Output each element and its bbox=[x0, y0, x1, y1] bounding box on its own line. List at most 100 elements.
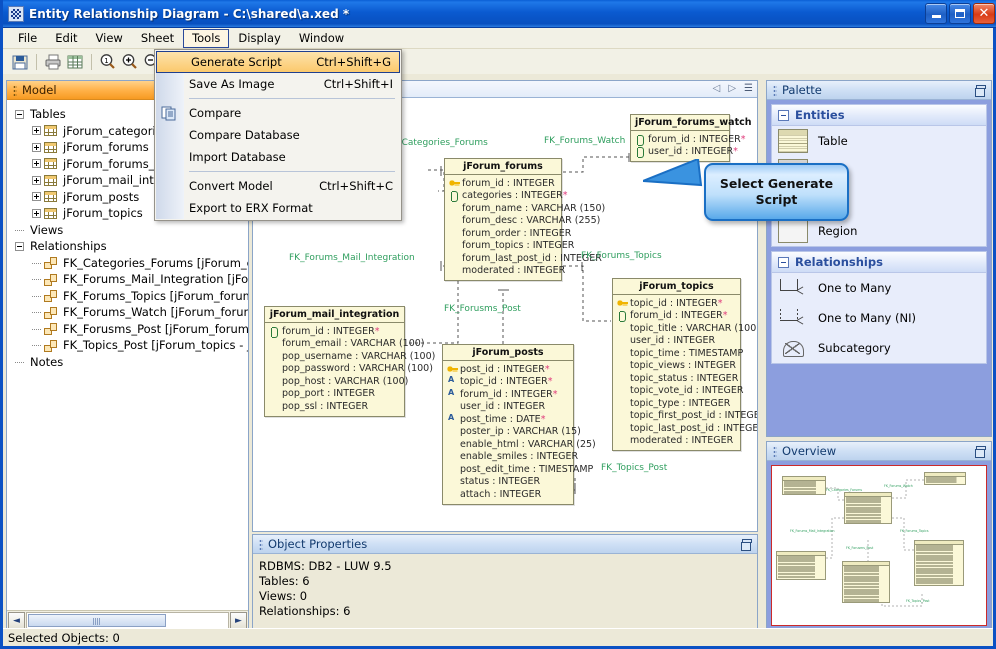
collapse-icon[interactable] bbox=[15, 241, 24, 251]
relationship-label[interactable]: FK_Forums_Mail_Integration bbox=[289, 253, 415, 263]
palette-item-region[interactable]: Region bbox=[772, 216, 986, 246]
overview-entity-row bbox=[844, 572, 888, 576]
relationship-label[interactable]: FK_Categories_Forums bbox=[386, 138, 488, 148]
tree-node[interactable]: FK_Forums_Mail_Integration [jForum_forum… bbox=[15, 271, 248, 288]
subcategory-icon bbox=[778, 337, 808, 359]
overview-entity-row bbox=[846, 516, 890, 520]
menu-item-import-database[interactable]: Import Database bbox=[155, 146, 401, 168]
scroll-track[interactable] bbox=[26, 612, 229, 629]
relationship-label[interactable]: FK_Forums_Topics bbox=[581, 251, 662, 261]
print-icon[interactable] bbox=[43, 52, 63, 72]
tree-node-label: Tables bbox=[30, 107, 66, 122]
menu-view[interactable]: View bbox=[95, 30, 123, 45]
tree-node[interactable]: jForum_topics bbox=[15, 205, 245, 222]
restore-icon-props[interactable] bbox=[741, 539, 752, 551]
menu-file[interactable]: File bbox=[18, 30, 38, 45]
zoom-actual-icon[interactable]: 1 bbox=[98, 52, 118, 72]
overview-entity-row bbox=[916, 571, 962, 575]
palette-item-one-to-many-ni[interactable]: One to Many (NI) bbox=[772, 303, 986, 333]
minimize-button[interactable] bbox=[925, 3, 947, 24]
tab-next-icon[interactable]: ▷ bbox=[728, 83, 737, 94]
expand-icon[interactable] bbox=[32, 208, 41, 218]
menu-tools[interactable]: Tools bbox=[183, 28, 230, 48]
relationship-label[interactable]: FK_Forusms_Post bbox=[444, 304, 521, 314]
overview-entity-row bbox=[926, 477, 964, 480]
menu-item-compare[interactable]: Compare bbox=[155, 102, 401, 124]
zoom-in-icon[interactable] bbox=[120, 52, 140, 72]
close-button[interactable]: ✕ bbox=[973, 3, 995, 24]
collapse-icon[interactable] bbox=[15, 109, 24, 119]
expand-icon[interactable] bbox=[32, 126, 41, 136]
expand-icon[interactable] bbox=[32, 192, 41, 202]
scroll-thumb[interactable] bbox=[28, 614, 166, 627]
tree-node[interactable]: jForum_categories bbox=[15, 123, 245, 140]
relationship-icon bbox=[44, 273, 57, 286]
restore-icon-overview[interactable] bbox=[975, 446, 986, 458]
tree-node[interactable]: jForum_forums bbox=[15, 139, 245, 156]
menu-edit[interactable]: Edit bbox=[55, 30, 78, 45]
object-properties-body: RDBMS: DB2 - LUW 9.5 Tables: 6 Views: 0 … bbox=[253, 554, 757, 624]
palette-group-entities-header[interactable]: Entities bbox=[772, 105, 986, 126]
collapse-icon-entities[interactable] bbox=[778, 109, 789, 121]
tree-node[interactable]: Notes bbox=[15, 354, 245, 371]
tab-list-icon[interactable]: ☰ bbox=[744, 83, 753, 94]
tab-prev-icon[interactable]: ◁ bbox=[712, 83, 721, 94]
tree-node[interactable]: FK_Categories_Forums [jForum_categories … bbox=[15, 255, 248, 272]
tree-node[interactable]: FK_Forusms_Post [jForum_forums - jForum_… bbox=[15, 321, 248, 338]
overview-entity-row bbox=[916, 564, 962, 568]
panel-grip-icon-props[interactable] bbox=[259, 538, 263, 550]
overview-entity bbox=[914, 540, 964, 586]
tree-node[interactable]: Views bbox=[15, 222, 245, 239]
save-icon[interactable] bbox=[10, 52, 30, 72]
menu-item-export-to-erx-format[interactable]: Export to ERX Format bbox=[155, 197, 401, 219]
scroll-left-arrow-icon[interactable]: ◄ bbox=[8, 612, 25, 629]
menu-item-label: Import Database bbox=[189, 150, 286, 164]
tree-node[interactable]: Tables bbox=[15, 106, 245, 123]
expand-icon[interactable] bbox=[32, 142, 41, 152]
palette-group-relationships-header[interactable]: Relationships bbox=[772, 252, 986, 273]
expand-icon[interactable] bbox=[32, 175, 41, 185]
entity-field-label: pop_username : VARCHAR (100) bbox=[282, 350, 436, 362]
panel-grip-icon-overview[interactable] bbox=[773, 445, 777, 457]
restore-icon-palette[interactable] bbox=[975, 85, 986, 97]
palette-item-subcategory[interactable]: Subcategory bbox=[772, 333, 986, 363]
relationship-label[interactable]: FK_Topics_Post bbox=[601, 463, 668, 473]
tree-node[interactable]: Relationships bbox=[15, 238, 245, 255]
menu-window[interactable]: Window bbox=[298, 30, 345, 45]
tree-node[interactable]: FK_Topics_Post [jForum_topics - jForum_p… bbox=[15, 337, 248, 354]
relationship-label[interactable]: FK_Forums_Watch bbox=[544, 136, 626, 146]
menu-item-compare-database[interactable]: Compare Database bbox=[155, 124, 401, 146]
menu-sheet[interactable]: Sheet bbox=[140, 30, 175, 45]
collapse-icon-relationships[interactable] bbox=[778, 256, 789, 268]
scroll-right-arrow-icon[interactable]: ► bbox=[230, 612, 247, 629]
grid-icon[interactable] bbox=[65, 52, 85, 72]
tree-node[interactable]: FK_Forums_Topics [jForum_forums - jForum… bbox=[15, 288, 248, 305]
model-horizontal-scrollbar[interactable]: ◄ ► bbox=[7, 610, 248, 630]
tree-node[interactable]: FK_Forums_Watch [jForum_forums - jForum_… bbox=[15, 304, 248, 321]
panel-grip-icon-palette[interactable] bbox=[773, 84, 777, 96]
palette-item-one-to-many[interactable]: One to Many bbox=[772, 273, 986, 303]
tree-node[interactable]: jForum_posts bbox=[15, 189, 245, 206]
maximize-button[interactable] bbox=[949, 3, 971, 24]
overview-entity-row bbox=[844, 585, 888, 589]
overview-relationship-label: FK_Forums_Mail_Integration bbox=[790, 529, 835, 533]
panel-grip-icon[interactable] bbox=[13, 84, 17, 96]
table-icon bbox=[44, 158, 57, 170]
palette-item-table[interactable]: Table bbox=[772, 126, 986, 156]
menu-display[interactable]: Display bbox=[238, 30, 281, 45]
entity-field-label: attach : INTEGER bbox=[460, 488, 542, 500]
expand-icon[interactable] bbox=[32, 159, 41, 169]
